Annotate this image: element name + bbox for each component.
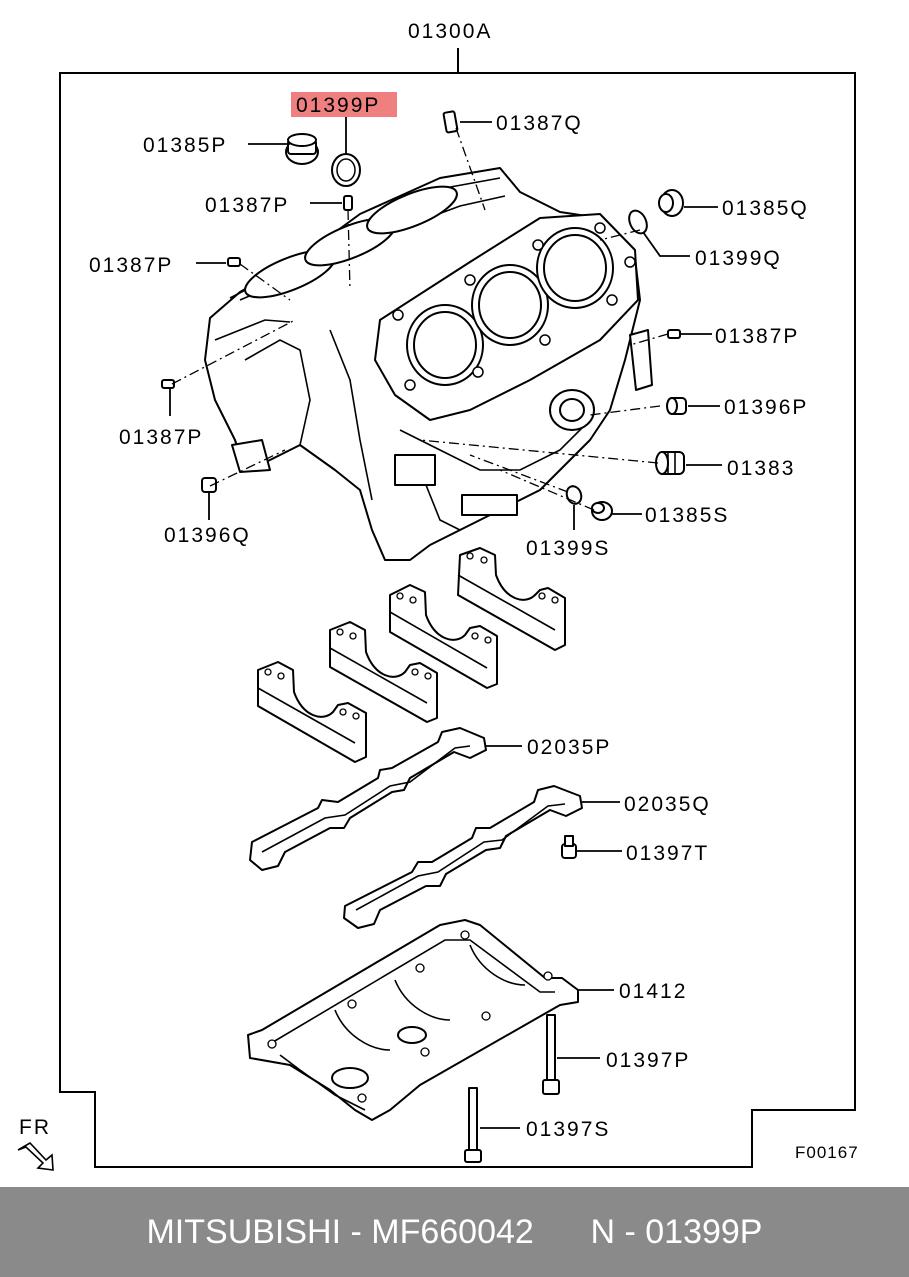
gasket-02035p (249, 727, 487, 871)
footer-bar (0, 1187, 909, 1277)
label-01387p-right: 01387P (715, 325, 799, 348)
label-01300a: 01300A (408, 20, 492, 43)
parts-diagram: 01300A 01399P 01385P 01387Q 01387P 01387… (17, 20, 859, 1171)
label-01399s: 01399S (526, 537, 610, 560)
bolt-01397s (464, 1087, 482, 1163)
label-01385q: 01385Q (722, 197, 809, 220)
bolt-01397t (561, 835, 577, 859)
label-01399q: 01399Q (695, 247, 782, 270)
cylinder-block (204, 167, 653, 561)
label-01399p: 01399P (296, 94, 380, 117)
label-01397t: 01397T (626, 842, 709, 865)
label-01397s: 01397S (526, 1118, 610, 1141)
label-01396p: 01396P (724, 396, 808, 419)
label-01385s: 01385S (645, 504, 729, 527)
bolt-01397p (542, 1014, 560, 1095)
front-arrow-icon (17, 1141, 54, 1171)
gasket-02035q (343, 785, 583, 929)
pin-01387p-lower (161, 379, 175, 389)
label-01383: 01383 (727, 457, 795, 480)
highlight-target-part (291, 92, 397, 117)
pin-01387p-right (667, 329, 681, 339)
oring-01399q (628, 209, 648, 235)
label-01387p-lower: 01387P (119, 426, 203, 449)
bushing-01396q (201, 477, 217, 493)
plug-01385p (285, 133, 319, 165)
oring-01399s (565, 485, 583, 505)
label-01412: 01412 (619, 980, 687, 1003)
figure-code: F00167 (795, 1143, 859, 1162)
label-01385p: 01385P (143, 134, 227, 157)
label-01396q: 01396Q (164, 524, 251, 547)
bushing-01396p (666, 397, 687, 415)
main-bearing-caps (257, 547, 566, 763)
plug-01385q (658, 189, 684, 217)
pin-01387p-left (227, 257, 241, 267)
pin-01387p-top (343, 195, 353, 211)
footer-caption: MITSUBISHI - MF660042 N - 01399P (146, 1213, 763, 1251)
label-01397p: 01397P (606, 1049, 690, 1072)
bushing-01383 (655, 451, 685, 475)
label-front: FR (19, 1116, 51, 1139)
assembly-frame (59, 48, 856, 1168)
label-02035q: 02035Q (624, 793, 711, 816)
label-01387p-left: 01387P (89, 254, 173, 277)
label-01387p-top: 01387P (205, 194, 289, 217)
pin-01387q (442, 110, 459, 134)
plug-01385s (591, 501, 613, 521)
bedplate-01412 (247, 919, 579, 1121)
label-02035p: 02035P (527, 736, 611, 759)
label-01387q: 01387Q (496, 112, 583, 135)
